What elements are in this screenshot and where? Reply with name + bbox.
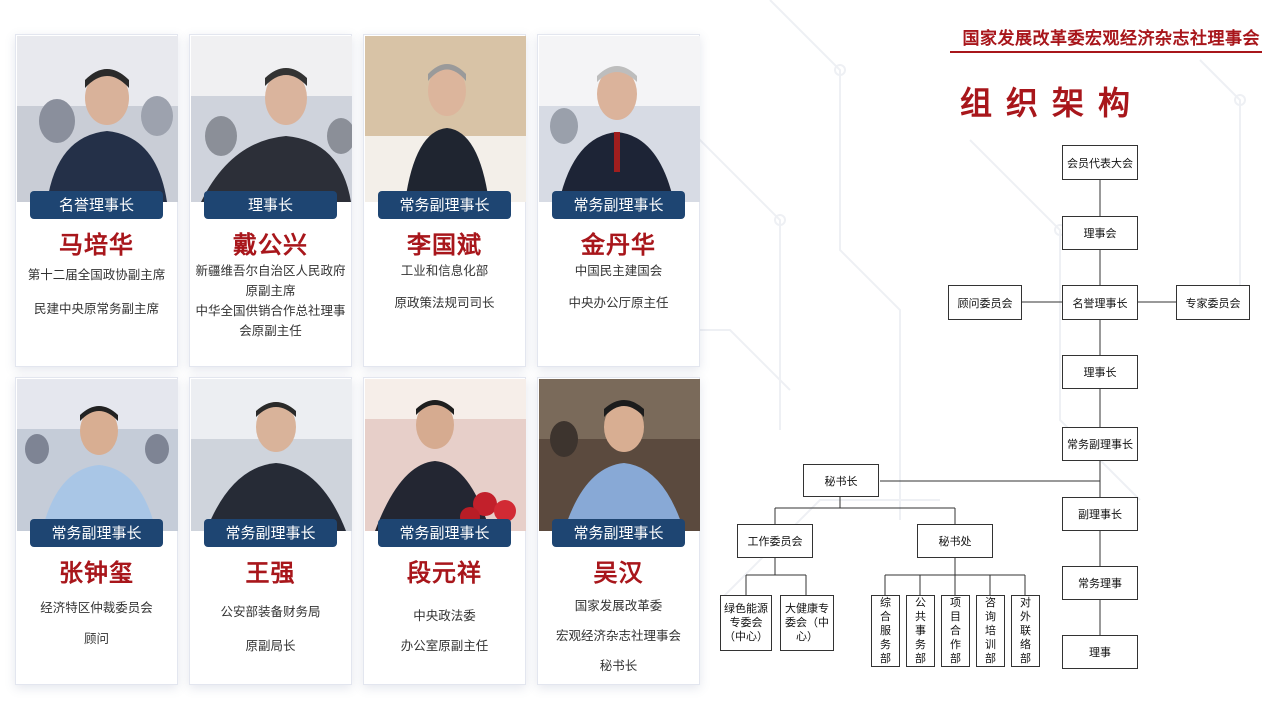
node-honorary-chairman: 名誉理事长	[1062, 285, 1138, 320]
person-name: 吴汉	[593, 559, 644, 587]
description-line: 办公室原副主任	[400, 638, 489, 653]
description-line: 新疆维吾尔自治区人民政府	[195, 263, 346, 278]
node-chairman: 理事长	[1062, 355, 1138, 389]
profile-card: 常务副理事长 段元祥 中央政法委 办公室原副主任	[363, 377, 526, 685]
person-description: 国家发展改革委 宏观经济杂志社理事会 秘书长	[542, 596, 695, 676]
profile-card: 常务副理事长 张钟玺 经济特区仲裁委员会 顾问	[15, 377, 178, 685]
node-label: 咨询培训部	[985, 596, 996, 665]
profile-card: 常务副理事长 金丹华 中国民主建国会 中央办公厅原主任	[537, 34, 700, 367]
person-name: 金丹华	[581, 231, 656, 259]
portrait-photo	[191, 36, 352, 202]
node-standing-director: 常务理事	[1062, 566, 1138, 600]
description-line: 中央政法委	[413, 608, 476, 623]
node-green-energy: 绿色能源专委会（中心）	[720, 595, 772, 651]
role-badge: 常务副理事长	[204, 519, 337, 547]
title-divider	[950, 51, 1262, 53]
description-line: 顾问	[83, 631, 109, 646]
node-director: 理事	[1062, 635, 1138, 669]
organization-name: 国家发展改革委宏观经济杂志社理事会	[962, 29, 1260, 49]
profile-card: 常务副理事长 李国斌 工业和信息化部 原政策法规司司长	[363, 34, 526, 367]
role-badge: 常务副理事长	[30, 519, 163, 547]
profile-card: 常务副理事长 吴汉 国家发展改革委 宏观经济杂志社理事会 秘书长	[537, 377, 700, 685]
portrait-photo	[17, 379, 178, 531]
person-name: 王强	[245, 559, 296, 587]
description-line: 经济特区仲裁委员会	[40, 600, 153, 615]
node-label: 项目合作部	[950, 596, 961, 665]
description-line: 中国民主建国会	[574, 263, 663, 278]
person-description: 中国民主建国会 中央办公厅原主任	[542, 261, 695, 313]
node-project-cooperation: 项目合作部	[941, 595, 970, 667]
person-name: 张钟玺	[59, 559, 134, 587]
node-secretariat: 秘书处	[917, 524, 993, 558]
description-line: 公安部装备财务局	[220, 604, 321, 619]
portrait-photo	[539, 36, 700, 202]
node-label: 公共事务部	[915, 596, 926, 665]
description-line: 原副局长	[245, 638, 296, 653]
node-secretary-general: 秘书长	[803, 464, 879, 497]
portrait-photo	[365, 379, 526, 531]
person-description: 工业和信息化部 原政策法规司司长	[368, 261, 521, 313]
profile-card: 名誉理事长 马培华 第十二届全国政协副主席 民建中央原常务副主席	[15, 34, 178, 367]
node-executive-vice-chairman: 常务副理事长	[1062, 427, 1138, 461]
node-label: 绿色能源专委会（中心）	[724, 602, 768, 643]
node-label: 综合服务部	[880, 596, 891, 665]
section-title: 组织架构	[960, 84, 1145, 122]
description-line: 原政策法规司司长	[394, 295, 495, 310]
node-consulting-training: 咨询培训部	[976, 595, 1005, 667]
person-name: 戴公兴	[233, 231, 308, 259]
person-name: 马培华	[59, 231, 134, 259]
role-badge: 常务副理事长	[378, 191, 511, 219]
person-description: 新疆维吾尔自治区人民政府 原副主席 中华全国供销合作总社理事 会原副主任	[194, 261, 347, 341]
description-line: 第十二届全国政协副主席	[27, 267, 166, 282]
node-working-committee: 工作委员会	[737, 524, 813, 558]
node-external-liaison: 对外联络部	[1011, 595, 1040, 667]
description-line: 原副主席	[245, 283, 296, 298]
node-general-services: 综合服务部	[871, 595, 900, 667]
node-label: 对外联络部	[1020, 596, 1031, 665]
person-description: 经济特区仲裁委员会 顾问	[20, 598, 173, 649]
person-name: 李国斌	[407, 231, 482, 259]
node-vice-chairman: 副理事长	[1062, 497, 1138, 531]
description-line: 国家发展改革委	[574, 598, 663, 613]
node-council: 理事会	[1062, 216, 1138, 250]
node-assembly: 会员代表大会	[1062, 145, 1138, 180]
description-line: 民建中央原常务副主席	[33, 301, 159, 316]
person-name: 段元祥	[407, 559, 482, 587]
node-expert-committee: 专家委员会	[1176, 285, 1250, 320]
portrait-photo	[539, 379, 700, 531]
role-badge: 理事长	[204, 191, 337, 219]
portrait-photo	[365, 36, 526, 202]
node-advisory-committee: 顾问委员会	[948, 285, 1022, 320]
role-badge: 常务副理事长	[378, 519, 511, 547]
role-badge: 名誉理事长	[30, 191, 163, 219]
description-line: 中华全国供销合作总社理事	[195, 303, 346, 318]
description-line: 会原副主任	[239, 323, 302, 338]
description-line: 秘书长	[599, 658, 638, 673]
role-badge: 常务副理事长	[552, 519, 685, 547]
node-big-health: 大健康专委会（中心）	[780, 595, 834, 651]
profile-card: 理事长 戴公兴 新疆维吾尔自治区人民政府 原副主席 中华全国供销合作总社理事 会…	[189, 34, 352, 367]
description-line: 中央办公厅原主任	[568, 295, 669, 310]
profile-card: 常务副理事长 王强 公安部装备财务局 原副局长	[189, 377, 352, 685]
person-description: 中央政法委 办公室原副主任	[368, 606, 521, 656]
node-public-affairs: 公共事务部	[906, 595, 935, 667]
description-line: 工业和信息化部	[400, 263, 489, 278]
node-label: 大健康专委会（中心）	[785, 602, 829, 643]
role-badge: 常务副理事长	[552, 191, 685, 219]
description-line: 宏观经济杂志社理事会	[555, 628, 681, 643]
portrait-photo	[17, 36, 178, 202]
person-description: 公安部装备财务局 原副局长	[194, 602, 347, 656]
person-description: 第十二届全国政协副主席 民建中央原常务副主席	[20, 265, 173, 319]
portrait-photo	[191, 379, 352, 531]
